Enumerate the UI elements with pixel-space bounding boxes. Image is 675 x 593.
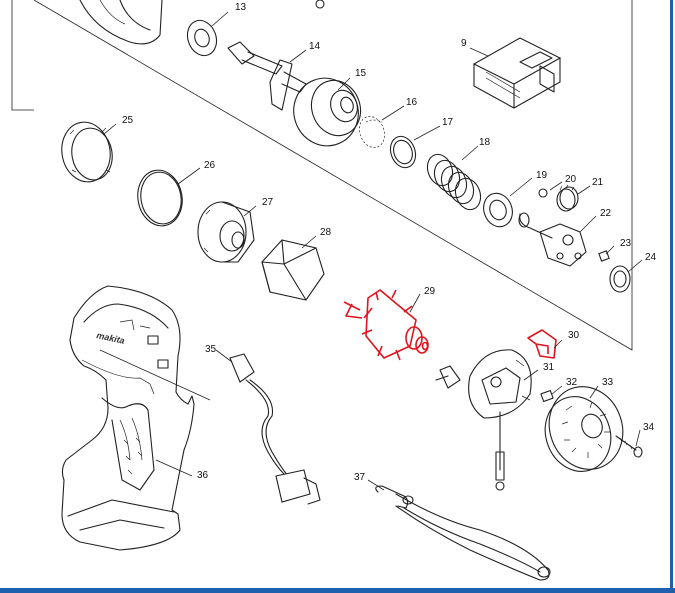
part-26-o-ring: [137, 169, 183, 227]
callout-32: 32: [566, 377, 578, 388]
part-20-steel-ball: [538, 188, 548, 198]
callout-24: 24: [645, 252, 657, 263]
part-25-ring: [61, 121, 113, 183]
part-35-switch-wire: [229, 353, 321, 505]
part-21-spur-gear: [556, 184, 579, 212]
assembly-frame-lines: [11, 0, 633, 401]
callout-23: 23: [620, 238, 632, 249]
callout-25: 25: [122, 115, 134, 126]
part-18-compression-spring: [426, 153, 482, 211]
callout-16: 16: [406, 97, 418, 108]
part-28-hex-nut: [261, 239, 325, 301]
frame-bottom-border: [0, 588, 675, 593]
callout-19: 19: [536, 170, 548, 181]
part-30-brush-holder-highlighted: [527, 329, 557, 359]
part-36-housing: makita: [61, 285, 195, 551]
callout-35: 35: [205, 344, 217, 355]
part-14-anvil: [227, 41, 307, 111]
callout-leader-lines: [103, 11, 643, 491]
part-19-thrust-washer: [483, 192, 513, 228]
callout-29: 29: [424, 286, 436, 297]
callout-17: 17: [442, 117, 454, 128]
callout-20: 20: [565, 174, 577, 185]
part-13-washer: [186, 19, 218, 57]
part-33-rear-cover: [544, 386, 624, 472]
callout-22: 22: [600, 208, 612, 219]
callout-34: 34: [643, 422, 655, 433]
callout-18: 18: [479, 137, 491, 148]
part-16-steel-ball: [359, 116, 385, 148]
callout-31: 31: [543, 362, 555, 373]
part-27-gear-case: [197, 201, 255, 263]
part-9-switch-module: [472, 37, 562, 109]
callout-13: 13: [235, 2, 247, 13]
part-15-hammer: [293, 77, 362, 147]
housing-top-fragment: [79, 0, 325, 45]
part-37-strap: [375, 485, 551, 581]
callout-30: 30: [568, 330, 580, 341]
part-32-pin: [540, 389, 554, 403]
callout-33: 33: [602, 377, 614, 388]
part-22-spindle: [518, 212, 587, 267]
callout-27: 27: [262, 197, 274, 208]
part-29-armature-highlighted: [343, 289, 429, 361]
frame-right-border: [670, 0, 673, 593]
part-24-washer: [609, 265, 631, 293]
part-34-screw: [615, 435, 643, 458]
callout-9: 9: [461, 38, 467, 49]
part-31-brush-plate: [435, 349, 532, 491]
callout-14: 14: [309, 41, 321, 52]
callout-15: 15: [355, 68, 367, 79]
callout-26: 26: [204, 160, 216, 171]
callout-37: 37: [354, 472, 366, 483]
callout-36: 36: [197, 470, 209, 481]
brand-logo-text: makita: [96, 330, 126, 346]
callout-21: 21: [592, 177, 604, 188]
part-23-pin: [598, 250, 610, 262]
callout-28: 28: [320, 227, 332, 238]
part-17-flat-washer: [389, 135, 417, 169]
